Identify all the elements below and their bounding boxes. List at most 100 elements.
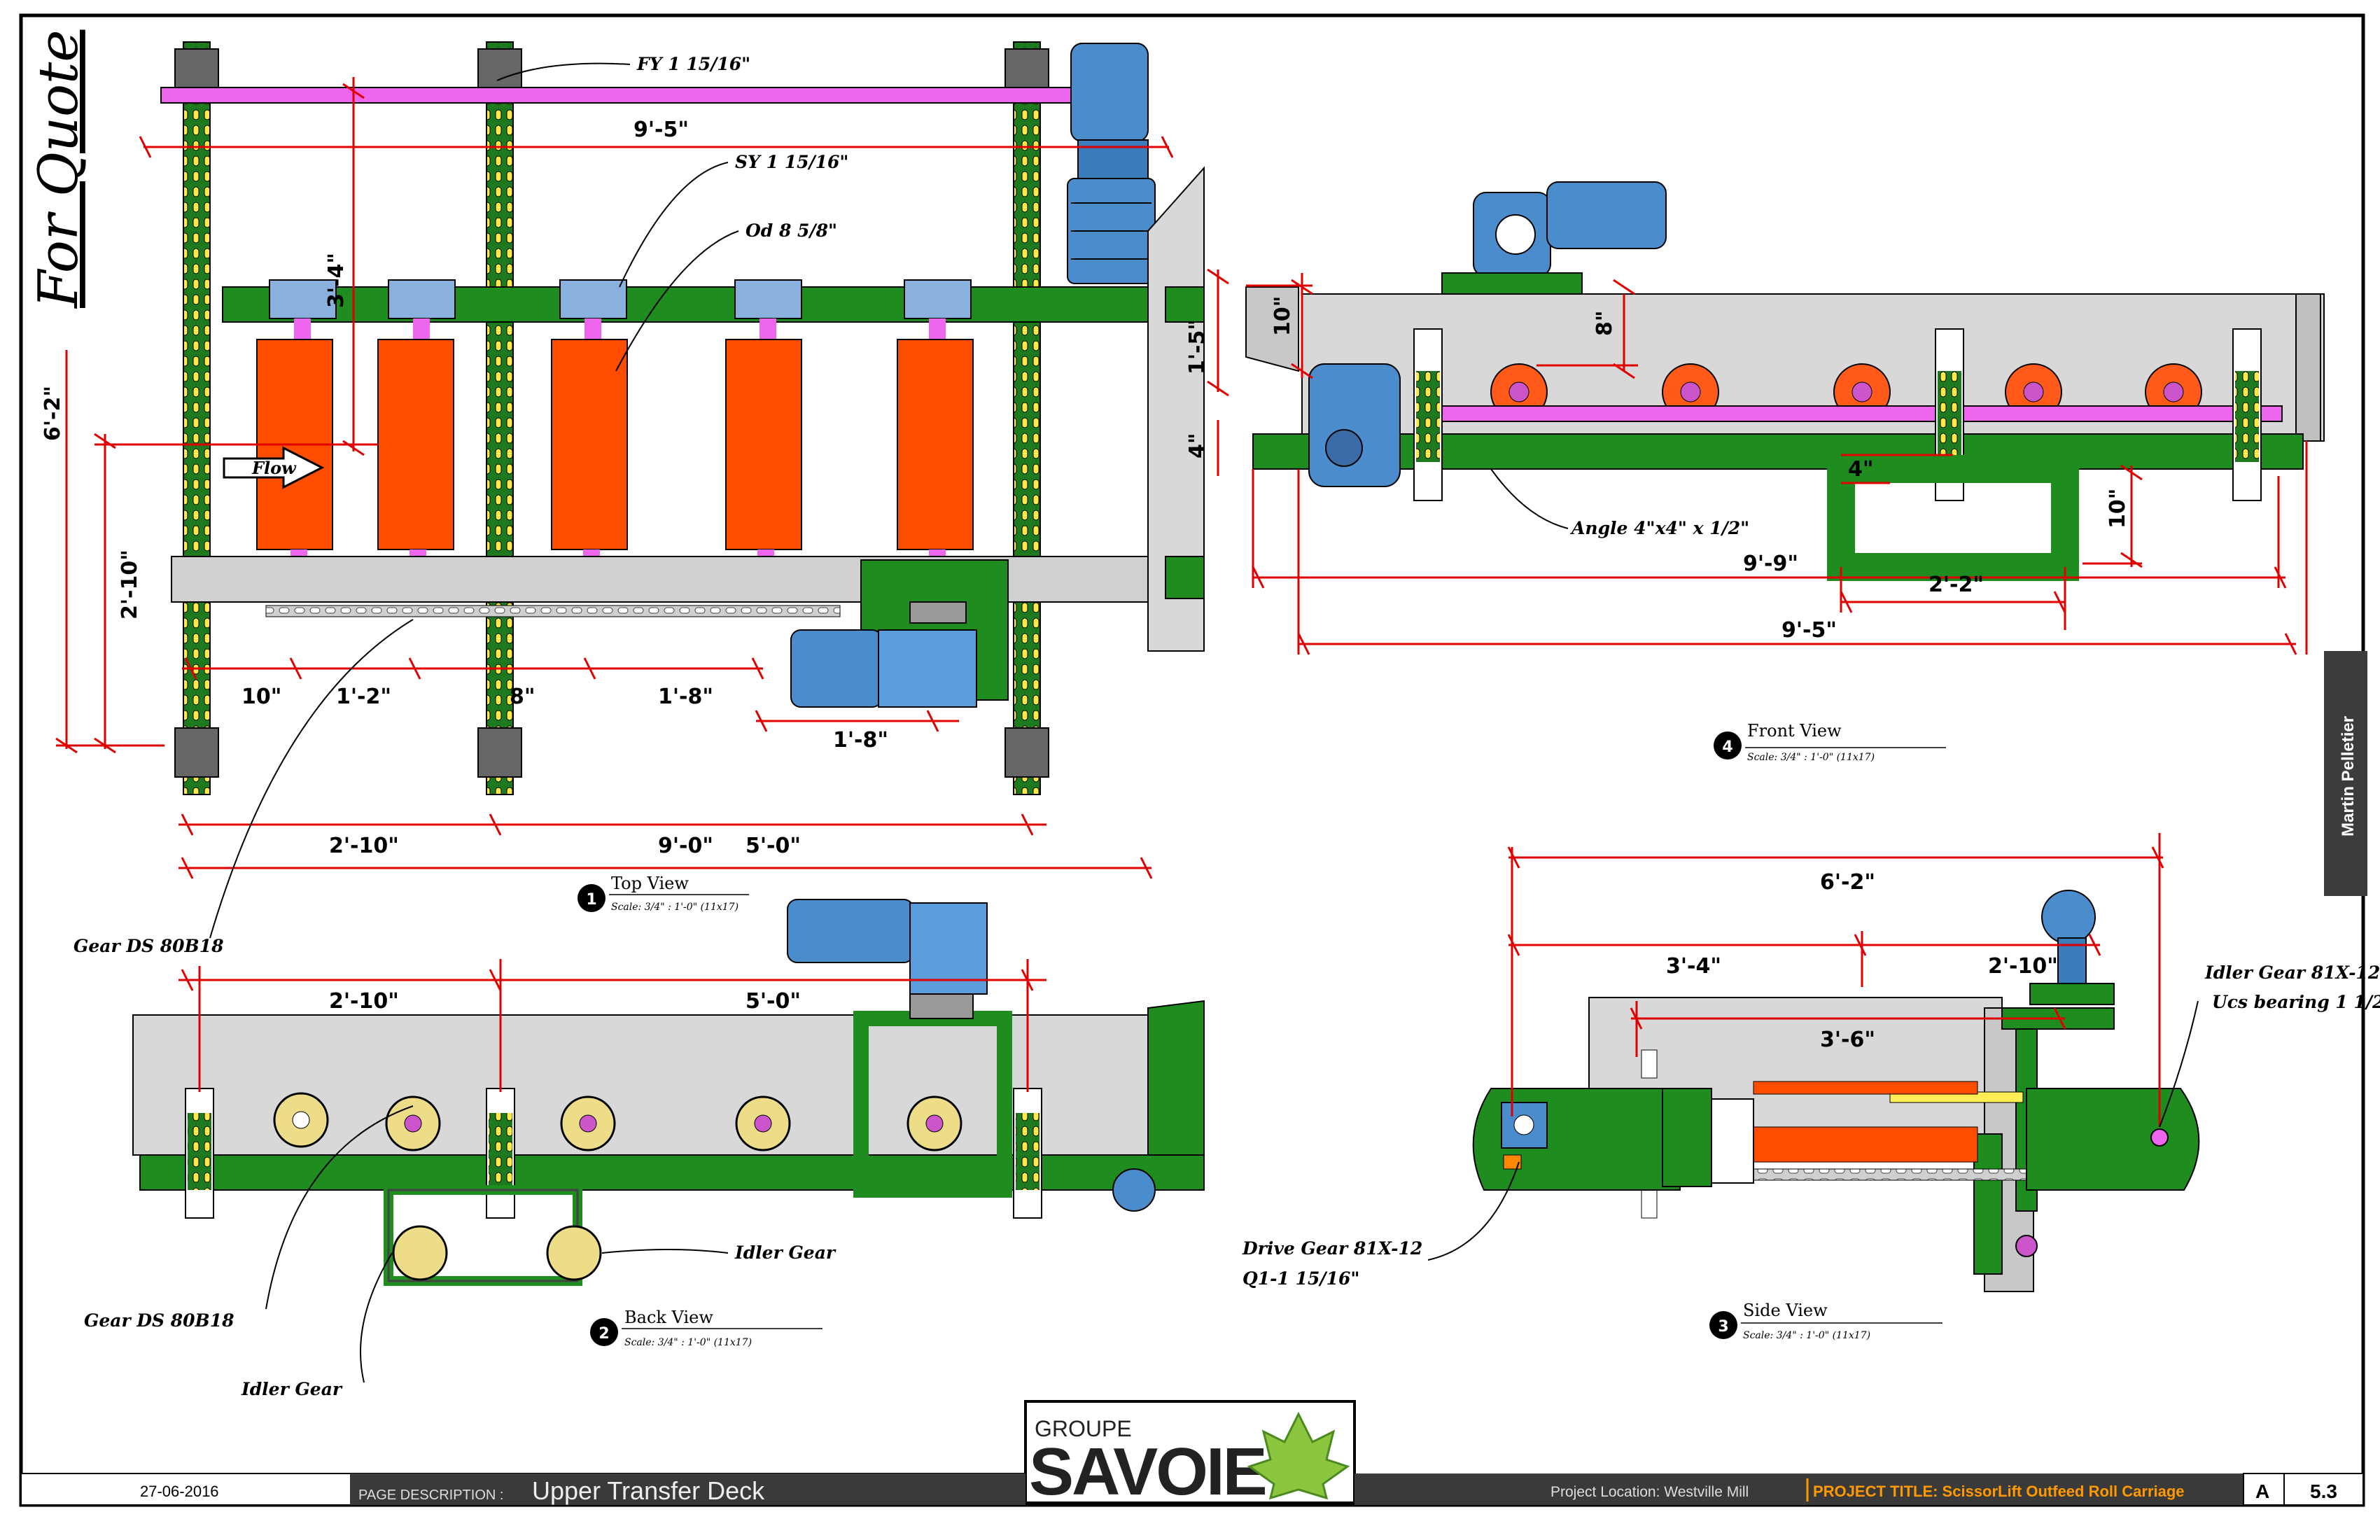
svg-text:Scale: 3/4" : 1'-0" (11x17): Scale: 3/4" : 1'-0" (11x17) xyxy=(611,902,738,913)
svg-text:Idler Gear: Idler Gear xyxy=(241,1379,343,1399)
svg-text:3'-4": 3'-4" xyxy=(324,253,349,308)
svg-text:2'-10": 2'-10" xyxy=(329,834,399,858)
svg-text:2'-10": 2'-10" xyxy=(118,550,142,620)
svg-text:Gear DS 80B18: Gear DS 80B18 xyxy=(84,1310,234,1331)
svg-text:Martin Pelletier: Martin Pelletier xyxy=(2339,716,2358,836)
side-right-arm xyxy=(2026,1088,2200,1191)
svg-text:9'-0": 9'-0" xyxy=(658,834,713,858)
top-drive-shaft xyxy=(160,87,1086,104)
front-shaft xyxy=(1413,405,2283,422)
svg-text:Idler Gear 81X-12: Idler Gear 81X-12 xyxy=(2204,962,2380,983)
back-green-beam xyxy=(139,1154,1205,1191)
svg-text:Gear DS 80B18: Gear DS 80B18 xyxy=(74,936,223,956)
svg-text:Scale: 3/4" : 1'-0" (11x17): Scale: 3/4" : 1'-0" (11x17) xyxy=(624,1337,752,1348)
top-dimensions: 9'-5" 3'-4" 6'-2" 2'-10" 1'-5" 4" 10" 1'… xyxy=(41,77,1229,879)
svg-text:Ucs bearing 1 1/2": Ucs bearing 1 1/2" xyxy=(2212,992,2380,1012)
svg-text:3'-4": 3'-4" xyxy=(1666,954,1721,979)
back-uprights xyxy=(185,1088,1042,1219)
svg-text:1'-8": 1'-8" xyxy=(833,728,888,752)
side-labels: Idler Gear 81X-12 Ucs bearing 1 1/2" Dri… xyxy=(1242,962,2380,1289)
svg-text:10": 10" xyxy=(2106,489,2130,528)
top-lower-gearmotor xyxy=(790,559,1009,708)
project-location: Project Location: Westville Mill xyxy=(1550,1484,1749,1500)
svg-text:3'-6": 3'-6" xyxy=(1820,1028,1875,1052)
svg-text:4: 4 xyxy=(1722,738,1732,756)
back-lower-belt xyxy=(384,1168,1156,1286)
title-date: 27-06-2016 xyxy=(140,1483,219,1500)
side-view-callout: 3 Side View Scale: 3/4" : 1'-0" (11x17) xyxy=(1709,1301,1942,1341)
svg-text:9'-5": 9'-5" xyxy=(634,118,689,142)
svg-text:1: 1 xyxy=(586,891,596,909)
svg-text:6'-2": 6'-2" xyxy=(1820,870,1875,895)
top-cross-beam xyxy=(222,286,1168,323)
svg-text:Side View: Side View xyxy=(1743,1301,1828,1320)
back-view: 2'-10" 5'-0" Gear DS 80B18 Idler Gear Id… xyxy=(84,899,1205,1399)
svg-text:5'-0": 5'-0" xyxy=(746,989,801,1014)
svg-text:SY 1 15/16": SY 1 15/16" xyxy=(735,152,848,172)
for-quote-watermark: For Quote xyxy=(27,29,90,309)
svg-text:GROUPE: GROUPE xyxy=(1035,1416,1132,1441)
designer-tab: Martin Pelletier xyxy=(2324,651,2367,896)
top-bottom-chain xyxy=(265,605,841,617)
svg-text:2'-2": 2'-2" xyxy=(1928,573,1984,597)
svg-text:Idler Gear: Idler Gear xyxy=(734,1242,836,1263)
svg-text:9'-9": 9'-9" xyxy=(1743,552,1798,576)
groupe-savoie-logo: GROUPE SAVOIE xyxy=(1024,1400,1356,1509)
svg-text:Scale: 3/4" : 1'-0" (11x17): Scale: 3/4" : 1'-0" (11x17) xyxy=(1747,752,1875,763)
svg-text:3: 3 xyxy=(1718,1318,1728,1336)
svg-text:9'-5": 9'-5" xyxy=(1782,618,1837,643)
svg-text:Drive Gear 81X-12: Drive Gear 81X-12 xyxy=(1242,1238,1422,1259)
flow-label: Flow xyxy=(251,458,297,478)
svg-text:FY 1 15/16": FY 1 15/16" xyxy=(636,54,750,74)
svg-text:2'-10": 2'-10" xyxy=(1988,954,2058,979)
svg-text:4": 4" xyxy=(1848,457,1874,482)
svg-text:8": 8" xyxy=(510,685,536,709)
flow-arrow xyxy=(223,446,325,489)
front-green-beam xyxy=(1252,433,2304,470)
svg-text:Back View: Back View xyxy=(624,1308,713,1327)
front-dimensions: 10" 8" 4" 10" 9'-9" 2'-2" xyxy=(1246,273,2308,655)
top-rollers xyxy=(256,279,974,570)
front-labels: Angle 4"x4" x 1/2" xyxy=(1490,468,1749,538)
svg-text:5'-0": 5'-0" xyxy=(746,834,801,858)
back-view-callout: 2 Back View Scale: 3/4" : 1'-0" (11x17) xyxy=(590,1308,822,1348)
svg-text:SAVOIE: SAVOIE xyxy=(1029,1434,1266,1509)
svg-text:2'-10": 2'-10" xyxy=(329,989,399,1014)
svg-text:4": 4" xyxy=(1185,433,1210,458)
page-desc: Upper Transfer Deck xyxy=(532,1476,765,1505)
front-drive-motor-left xyxy=(1308,363,1401,487)
side-view: 6'-2" 3'-4" 2'-10" 3'-6" Idler Gear 81X-… xyxy=(1242,833,2380,1341)
svg-text:Front View: Front View xyxy=(1747,721,1842,741)
sheet-number: 5.3 xyxy=(2310,1480,2337,1502)
top-view-callout: 1 Top View Scale: 3/4" : 1'-0" (11x17) xyxy=(578,874,749,913)
svg-text:1'-8": 1'-8" xyxy=(658,685,713,709)
svg-text:8": 8" xyxy=(1592,310,1617,336)
svg-text:6'-2": 6'-2" xyxy=(41,386,65,441)
svg-text:Top View: Top View xyxy=(611,874,689,893)
top-view: Flow 9'-5" 3'-4" 6'-2" 2'-10" 1'-5" 4" xyxy=(41,41,1229,956)
top-labels: FY 1 15/16" SY 1 15/16" Od 8 5/8" Gear D… xyxy=(74,54,848,956)
front-view-callout: 4 Front View Scale: 3/4" : 1'-0" (11x17) xyxy=(1714,721,1946,763)
front-top-gearmotor xyxy=(1441,181,1667,295)
project-title: PROJECT TITLE: ScissorLift Outfeed Roll … xyxy=(1813,1483,2185,1500)
front-view: 10" 8" 4" 10" 9'-9" 2'-2" xyxy=(1245,181,2325,763)
svg-text:10": 10" xyxy=(1270,296,1295,336)
top-gearmotor xyxy=(1067,43,1156,284)
svg-text:10": 10" xyxy=(241,685,281,709)
svg-text:2: 2 xyxy=(598,1325,609,1343)
svg-text:Od 8 5/8": Od 8 5/8" xyxy=(746,220,837,241)
svg-text:Angle 4"x4" x 1/2": Angle 4"x4" x 1/2" xyxy=(1570,518,1749,538)
back-gearmotor-frame xyxy=(787,899,1012,1198)
svg-text:1'-5": 1'-5" xyxy=(1185,319,1210,374)
svg-text:1'-2": 1'-2" xyxy=(336,685,391,709)
back-labels: Gear DS 80B18 Idler Gear Idler Gear xyxy=(84,1105,836,1399)
back-dimensions: 2'-10" 5'-0" xyxy=(178,959,1046,1092)
back-gears xyxy=(273,1092,962,1152)
rev: A xyxy=(2255,1480,2269,1502)
svg-text:Q1-1 15/16": Q1-1 15/16" xyxy=(1242,1268,1359,1289)
title-block: 27-06-2016 PAGE DESCRIPTION : Upper Tran… xyxy=(20,1473,2364,1506)
page-desc-label: PAGE DESCRIPTION : xyxy=(358,1488,503,1503)
front-lower-frame xyxy=(1827,455,2079,581)
side-dimensions: 6'-2" 3'-4" 2'-10" 3'-6" xyxy=(1507,833,2164,1127)
